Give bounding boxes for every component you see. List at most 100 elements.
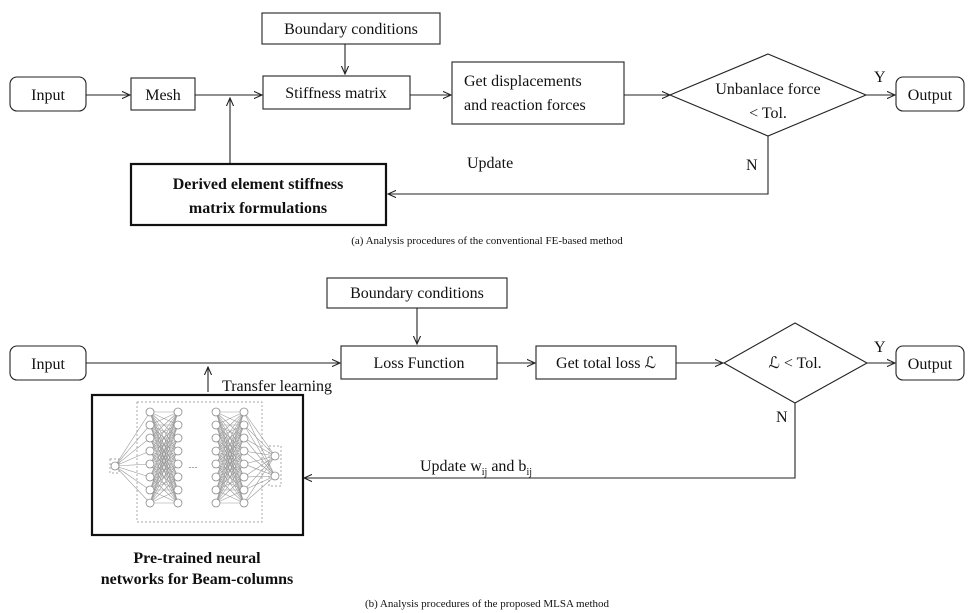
- output-label: Output: [908, 87, 953, 104]
- nn-neuron: [173, 446, 183, 456]
- decision-line1: Unbanlace force: [715, 81, 820, 98]
- derived-stiffness-line2: matrix formulations: [189, 200, 327, 217]
- nn-neuron: [211, 420, 221, 430]
- get-displacements-line1: Get displacements: [464, 73, 582, 90]
- nn-neuron: [239, 433, 249, 443]
- yes-label: Y: [874, 69, 886, 86]
- nn-ellipsis: ......: [189, 464, 199, 470]
- nn-connection: [215, 463, 245, 504]
- nn-neuron: [239, 498, 249, 508]
- input-terminal: [9, 76, 87, 112]
- input-label: Input: [31, 87, 65, 104]
- nn-neuron: [173, 472, 183, 482]
- arrow-update-loop: [304, 403, 796, 478]
- nn-connection: [149, 411, 179, 504]
- nn-neuron: [145, 498, 155, 508]
- nn-input-connection: [114, 463, 151, 467]
- nn-output-connection: [243, 475, 276, 504]
- output-terminal: [895, 345, 965, 381]
- yes-label: Y: [874, 339, 886, 356]
- update-weights-label: Update wij and bij: [420, 458, 532, 478]
- nn-connection: [149, 411, 179, 439]
- nn-neuron: [211, 498, 221, 508]
- nn-output-connection: [243, 455, 276, 465]
- nn-neuron: [211, 433, 221, 443]
- nn-output-connection: [243, 450, 276, 457]
- nn-output-connection: [243, 424, 276, 457]
- nn-connection: [215, 489, 245, 504]
- input-label: Input: [31, 356, 65, 373]
- nn-neuron: [145, 472, 155, 482]
- nn-output-neuron: [270, 471, 280, 481]
- nn-connection: [149, 437, 179, 504]
- nn-output-connection: [243, 455, 276, 491]
- loss-function-label: Loss Function: [373, 355, 464, 372]
- nn-input-connection: [114, 411, 151, 467]
- nn-input-connection: [114, 437, 151, 467]
- nn-output-connection: [243, 450, 276, 477]
- nn-connection: [149, 411, 179, 426]
- nn-input-connection: [114, 465, 151, 504]
- output-terminal: [895, 76, 965, 112]
- nn-input-neuron: [110, 461, 120, 471]
- nn-connection: [215, 450, 245, 504]
- nn-connection: [149, 411, 179, 491]
- nn-neuron: [211, 446, 221, 456]
- total-loss-box: [535, 345, 677, 380]
- nn-neuron: [239, 472, 249, 482]
- boundary-conditions-label: Boundary conditions: [350, 285, 484, 302]
- nn-output-connection: [243, 475, 276, 491]
- nn-connection: [149, 411, 179, 452]
- neural-network-illustration: ......: [109, 401, 282, 523]
- nn-neuron: [173, 433, 183, 443]
- nn-connection: [215, 411, 245, 426]
- nn-connection: [215, 411, 245, 439]
- neural-network-panel: [90, 393, 305, 537]
- boundary-conditions-label: Boundary conditions: [284, 21, 418, 38]
- decision-line2: < Tol.: [749, 105, 787, 122]
- nn-neuron: [239, 485, 249, 495]
- nn-connection: [149, 476, 179, 504]
- nn-output-connection: [243, 411, 276, 477]
- caption-a: (a) Analysis procedures of the conventio…: [351, 235, 623, 247]
- output-label: Output: [908, 356, 953, 373]
- no-label: N: [746, 157, 758, 174]
- nn-connection: [149, 450, 179, 504]
- loss-decision-diamond: [722, 322, 869, 404]
- nn-neuron: [173, 459, 183, 469]
- nn-output-connection: [243, 475, 276, 478]
- nn-input-connection: [114, 465, 151, 478]
- nn-connection: [215, 411, 245, 504]
- total-loss-label: Get total loss ℒ: [556, 355, 656, 372]
- loss-function-box: [340, 345, 498, 380]
- mesh-label: Mesh: [145, 87, 181, 104]
- nn-connection: [215, 411, 245, 465]
- nn-neuron: [239, 407, 249, 417]
- nn-caption-line2: networks for Beam-columns: [101, 571, 294, 588]
- nn-neuron: [211, 472, 221, 482]
- nn-output-connection: [243, 411, 276, 457]
- nn-neuron: [145, 433, 155, 443]
- boundary-conditions-box: [261, 12, 441, 45]
- nn-neuron: [211, 459, 221, 469]
- nn-connection: [215, 411, 245, 452]
- nn-neuron: [145, 420, 155, 430]
- nn-neuron: [173, 420, 183, 430]
- nn-neuron: [239, 420, 249, 430]
- input-terminal: [9, 345, 87, 381]
- derived-stiffness-line1: Derived element stiffness: [173, 176, 344, 193]
- unbalance-decision-diamond: [668, 53, 868, 137]
- nn-input-connection: [114, 450, 151, 467]
- nn-output-connection: [243, 437, 276, 477]
- nn-output-connection: [243, 463, 276, 477]
- nn-caption-line1: Pre-trained neural: [133, 550, 261, 567]
- get-displacements-box: [451, 61, 625, 125]
- nn-connection: [215, 411, 245, 491]
- arrow-update-loop: [388, 136, 769, 194]
- derived-stiffness-box: [129, 162, 388, 227]
- nn-output-connection: [243, 455, 276, 478]
- boundary-conditions-box: [326, 277, 508, 309]
- nn-connection: [149, 411, 179, 465]
- no-label: N: [776, 409, 788, 426]
